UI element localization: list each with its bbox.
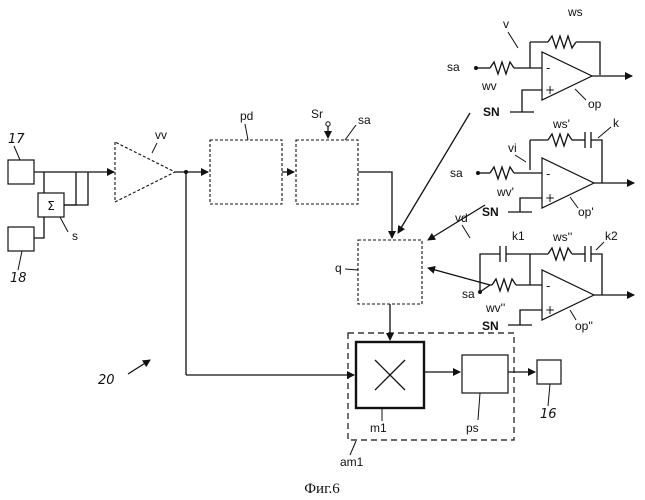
- stage-vi: vi ws' k sa wv' - + SN op': [450, 116, 634, 219]
- q-label: q: [335, 261, 342, 275]
- block-18: 18: [8, 227, 34, 286]
- block-pd: pd: [210, 109, 282, 204]
- block-17: 17: [8, 132, 34, 184]
- stage-vd-input: sa: [462, 287, 475, 301]
- svg-text:-: -: [546, 61, 550, 75]
- block-ps: ps: [462, 355, 508, 435]
- stage-vd-cap-in: k1: [512, 229, 525, 243]
- stage-vi-amp: op': [578, 205, 594, 219]
- stage-v-amp: op: [588, 97, 602, 111]
- stage-v-name: v: [503, 17, 509, 31]
- stage-vd-fb-res: ws'': [552, 230, 572, 244]
- stage-vi-input: sa: [450, 166, 463, 180]
- stage-v: v ws sa wv - + SN op: [447, 5, 632, 119]
- stage-vi-cap: k: [613, 116, 620, 130]
- stage-vd-amp: op'': [575, 319, 593, 333]
- am1-label: am1: [340, 455, 364, 469]
- figure-ref-20: 20: [98, 360, 150, 388]
- stage-vd-ground: SN: [482, 319, 499, 333]
- stage-vi-in-res: wv': [496, 185, 514, 199]
- block-q: q: [335, 240, 422, 304]
- svg-text:+: +: [545, 303, 555, 317]
- figure-caption: Фиг.6: [304, 481, 340, 497]
- block-16: 16: [537, 360, 561, 422]
- stage-v-fb-res: ws: [567, 5, 583, 19]
- stage-vd: vd k1 ws'' k2 sa wv'' - + SN op'': [455, 211, 634, 333]
- block-18-label: 18: [10, 271, 27, 286]
- block-17-label: 17: [8, 132, 25, 147]
- sum-symbol: Σ: [47, 199, 55, 213]
- multiplier-m1: m1: [356, 342, 424, 435]
- sum-label: s: [72, 229, 78, 243]
- stage-vi-ground: SN: [482, 205, 499, 219]
- sa-block-label: sa: [358, 113, 371, 127]
- pd-label: pd: [240, 109, 253, 123]
- stage-vd-cap-fb: k2: [605, 229, 618, 243]
- block-sa: Sr sa: [296, 107, 371, 204]
- svg-text:-: -: [546, 279, 550, 293]
- svg-text:+: +: [545, 191, 555, 205]
- vv-label: vv: [155, 128, 167, 142]
- stage-v-ground: SN: [483, 105, 500, 119]
- m1-label: m1: [370, 421, 387, 435]
- stage-vd-name: vd: [455, 211, 468, 225]
- ps-label: ps: [466, 421, 479, 435]
- svg-text:+: +: [545, 83, 555, 97]
- stage-v-input: sa: [447, 60, 460, 74]
- stage-vi-name: vi: [508, 141, 517, 155]
- stage-v-in-res: wv: [481, 79, 497, 93]
- stage-vd-in-res: wv'': [485, 301, 505, 315]
- svg-text:-: -: [546, 167, 550, 181]
- stage-vi-fb-res: ws': [552, 117, 570, 131]
- amplifier-vv: vv: [115, 128, 175, 202]
- figure-ref-label: 20: [98, 373, 115, 388]
- sr-label: Sr: [311, 107, 323, 121]
- block-16-label: 16: [540, 407, 557, 422]
